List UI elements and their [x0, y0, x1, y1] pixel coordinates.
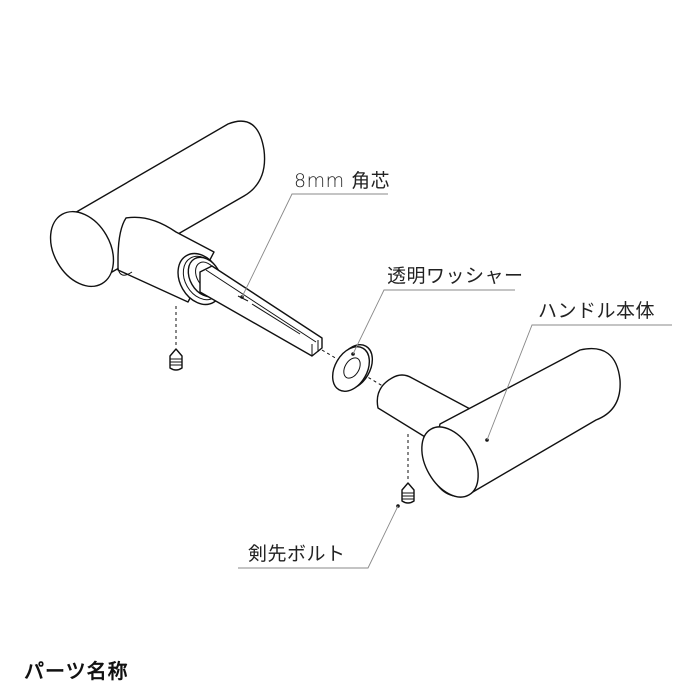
left-set-screw	[169, 348, 183, 371]
leader-lines	[238, 193, 672, 569]
washer	[331, 344, 374, 392]
right-set-screw	[396, 482, 415, 508]
label-set-screw: 剣先ボルト	[248, 543, 346, 565]
label-spindle: 8mm 角芯	[294, 170, 391, 192]
section-title: パーツ名称	[24, 659, 129, 683]
right-handle	[376, 348, 621, 498]
spindle-8mm	[199, 265, 323, 357]
label-handle-body: ハンドル本体	[538, 300, 656, 322]
label-washer: 透明ワッシャー	[387, 265, 524, 287]
